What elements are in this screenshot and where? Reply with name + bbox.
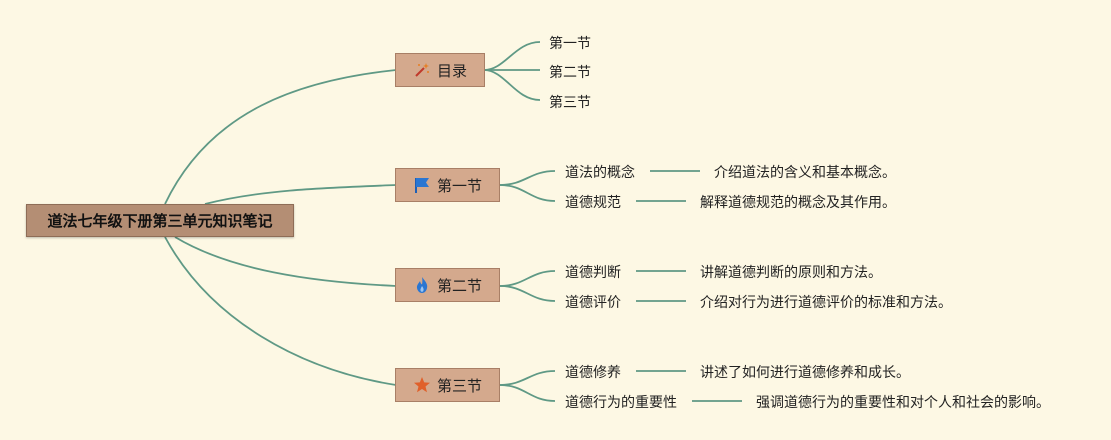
section-3-term-2[interactable]: 道德行为的重要性 xyxy=(565,395,677,411)
root-label: 道法七年级下册第三单元知识笔记 xyxy=(47,212,273,230)
connector-sec3-1 xyxy=(499,370,556,386)
section-1-desc-1: 介绍道法的含义和基本概念。 xyxy=(714,165,896,181)
branch-section-1-label: 第一节 xyxy=(436,176,482,195)
branch-section-2-label: 第二节 xyxy=(436,276,482,295)
section-3-desc-2: 强调道德行为的重要性和对个人和社会的影响。 xyxy=(756,395,1050,411)
section-1-term-2[interactable]: 道德规范 xyxy=(565,195,621,211)
star-icon xyxy=(413,376,431,394)
branch-section-2[interactable]: 第二节 xyxy=(395,268,500,302)
section-2-desc-2: 介绍对行为进行道德评价的标准和方法。 xyxy=(700,295,952,311)
section-1-term-1[interactable]: 道法的概念 xyxy=(565,165,635,181)
section-2-term-2[interactable]: 道德评价 xyxy=(565,295,621,311)
connector-sec3-2 xyxy=(499,384,556,402)
connector-sec2-1 xyxy=(499,270,556,287)
connector-sec2-2 xyxy=(499,285,556,302)
flag-icon xyxy=(413,176,431,194)
root-node[interactable]: 道法七年级下册第三单元知识笔记 xyxy=(26,204,294,237)
connector-root-toc xyxy=(164,69,397,205)
toc-item-2[interactable]: 第二节 xyxy=(549,65,591,81)
branch-section-1[interactable]: 第一节 xyxy=(395,168,500,202)
connector-root-sec1 xyxy=(204,184,397,205)
fire-icon xyxy=(413,276,431,294)
branch-toc-label: 目录 xyxy=(436,61,467,80)
section-2-desc-1: 讲解道德判断的原则和方法。 xyxy=(700,265,882,281)
branch-section-3[interactable]: 第三节 xyxy=(395,368,500,402)
toc-item-3[interactable]: 第三节 xyxy=(549,95,591,111)
section-3-desc-1: 讲述了如何进行道德修养和成长。 xyxy=(700,365,910,381)
branch-section-3-label: 第三节 xyxy=(436,376,482,395)
connector-root-sec2 xyxy=(174,236,397,287)
section-2-term-1[interactable]: 道德判断 xyxy=(565,265,621,281)
connector-toc-1 xyxy=(483,41,541,71)
connector-sec1-2 xyxy=(499,184,556,202)
toc-item-1[interactable]: 第一节 xyxy=(549,36,591,52)
connector-root-sec3 xyxy=(164,236,397,386)
magic-wand-icon xyxy=(413,61,431,79)
branch-toc[interactable]: 目录 xyxy=(395,53,485,87)
section-1-desc-2: 解释道德规范的概念及其作用。 xyxy=(700,195,896,211)
section-3-term-1[interactable]: 道德修养 xyxy=(565,365,621,381)
connector-toc-3 xyxy=(483,69,541,101)
connector-sec1-1 xyxy=(499,170,556,186)
